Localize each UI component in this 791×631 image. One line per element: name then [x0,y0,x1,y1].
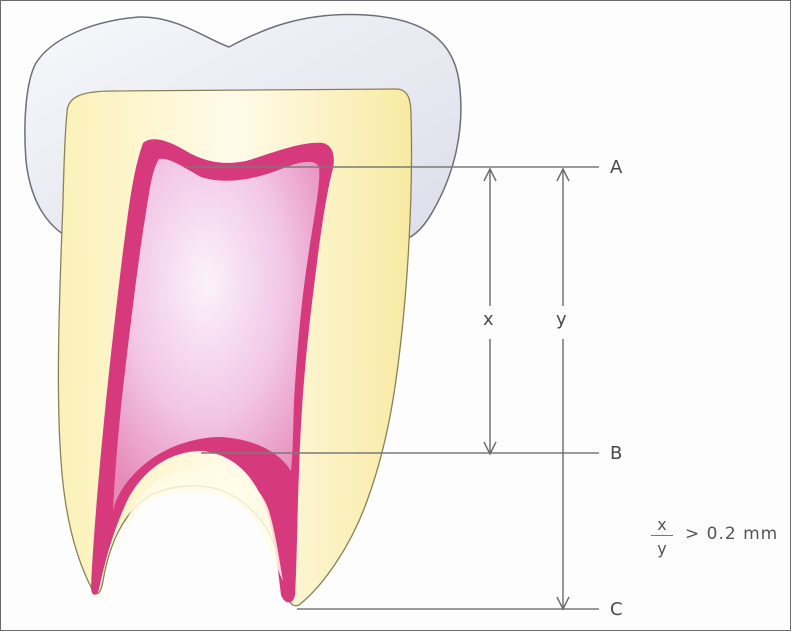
fraction-bar [651,535,673,536]
label-b: B [610,445,622,463]
label-a: A [610,159,622,177]
label-c: C [610,601,623,619]
label-y: y [556,311,567,329]
label-x: x [483,311,494,329]
ratio-fraction: x y [651,515,673,558]
ratio-numerator: x [651,515,673,533]
ratio-denominator: y [651,539,673,558]
ratio-threshold: > 0.2 mm [685,524,778,544]
y-dimension-arrow [557,169,569,609]
